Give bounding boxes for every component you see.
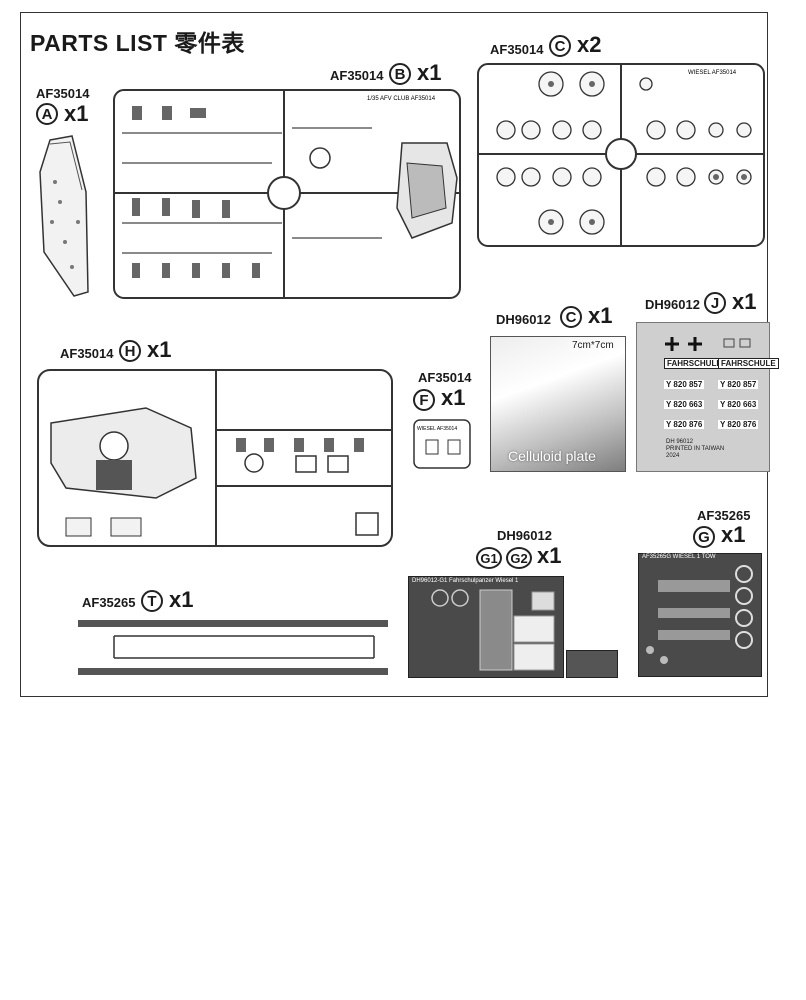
part-b-qty: x1 (417, 60, 442, 85)
celluloid-plate (490, 336, 626, 472)
part-c2-code: DH96012 (496, 312, 551, 327)
decal-plate-857-2: Y 820 857 (718, 380, 759, 389)
sprue-h-drawing (37, 369, 393, 547)
part-t-letter: T (141, 590, 163, 612)
part-b-code: AF35014 (330, 68, 384, 83)
pe-fret-g-label: AF35265G WIESEL 1 TOW (642, 554, 716, 560)
part-h-letter: H (119, 340, 141, 362)
part-c-letter: C (549, 35, 571, 57)
part-h-qty: x1 (147, 337, 172, 362)
decal-fahrschule-1: FAHRSCHULE (664, 358, 725, 369)
part-b-letter: B (389, 63, 411, 85)
pe-fret-g1-details (431, 589, 555, 671)
sprue-a-drawing (39, 135, 89, 297)
part-f-qty: x1 (441, 385, 466, 410)
sprue-b-label: 1/35 AFV CLUB AF35014 (367, 96, 436, 102)
decal-plate-876-2: Y 820 876 (718, 420, 759, 429)
part-c-code: AF35014 (490, 42, 544, 57)
tracks-drawing (78, 620, 388, 675)
part-a-code: AF35014 (36, 86, 90, 101)
part-g-qty: x1 (721, 522, 746, 547)
part-g-letter: G (693, 526, 715, 548)
part-f-code: AF35014 (418, 370, 472, 385)
decal-fahrschule-2: FAHRSCHULE (718, 358, 779, 369)
part-g12-qty: x1 (537, 543, 562, 568)
part-j-qty: x1 (732, 289, 757, 314)
celluloid-size: 7cm*7cm (572, 340, 614, 351)
part-f-letter: F (413, 389, 435, 411)
part-c2-qty: x1 (588, 303, 613, 328)
part-j-letter: J (704, 292, 726, 314)
sprue-c-label: WIESEL AF35014 (688, 70, 737, 76)
decal-plate-663-2: Y 820 663 (718, 400, 759, 409)
sprue-c-drawing: WIESEL AF35014 (477, 63, 765, 247)
pe-fret-g2 (566, 650, 618, 678)
part-c-qty: x2 (577, 32, 602, 57)
part-j-code: DH96012 (645, 297, 700, 312)
decal-footer-printed: PRINTED IN TAIWAN (666, 446, 725, 452)
part-h-code: AF35014 (60, 346, 114, 361)
decal-plate-876-1: Y 820 876 (664, 420, 705, 429)
part-a-qty: x1 (64, 101, 89, 126)
sprue-f-label: WIESEL AF35014 (417, 426, 457, 432)
part-a-letter: A (36, 103, 58, 125)
celluloid-plate-label: Celluloid plate (508, 448, 596, 464)
sprue-f-drawing: WIESEL AF35014 (413, 419, 471, 469)
part-g2-letter: G2 (506, 547, 532, 569)
pe-fret-g-details (646, 565, 753, 664)
page-title: PARTS LIST 零件表 (30, 30, 245, 56)
decal-plate-857-1: Y 820 857 (664, 380, 705, 389)
decal-footer-code: DH 96012 (666, 439, 694, 445)
decal-crosses (665, 337, 751, 351)
pe-fret-g1-label: DH96012-G1 Fahrschulpanzer Wiesel 1 (412, 578, 519, 584)
sprue-b-drawing: 1/35 AFV CLUB AF35014 (113, 89, 461, 299)
part-g-code: AF35265 (697, 508, 751, 523)
decal-plate-663-1: Y 820 663 (664, 400, 705, 409)
part-c2-letter: C (560, 306, 582, 328)
decal-footer-year: 2024 (666, 453, 680, 459)
part-t-qty: x1 (169, 587, 194, 612)
part-t-code: AF35265 (82, 595, 136, 610)
part-g1-letter: G1 (476, 547, 502, 569)
part-g12-code: DH96012 (497, 528, 552, 543)
